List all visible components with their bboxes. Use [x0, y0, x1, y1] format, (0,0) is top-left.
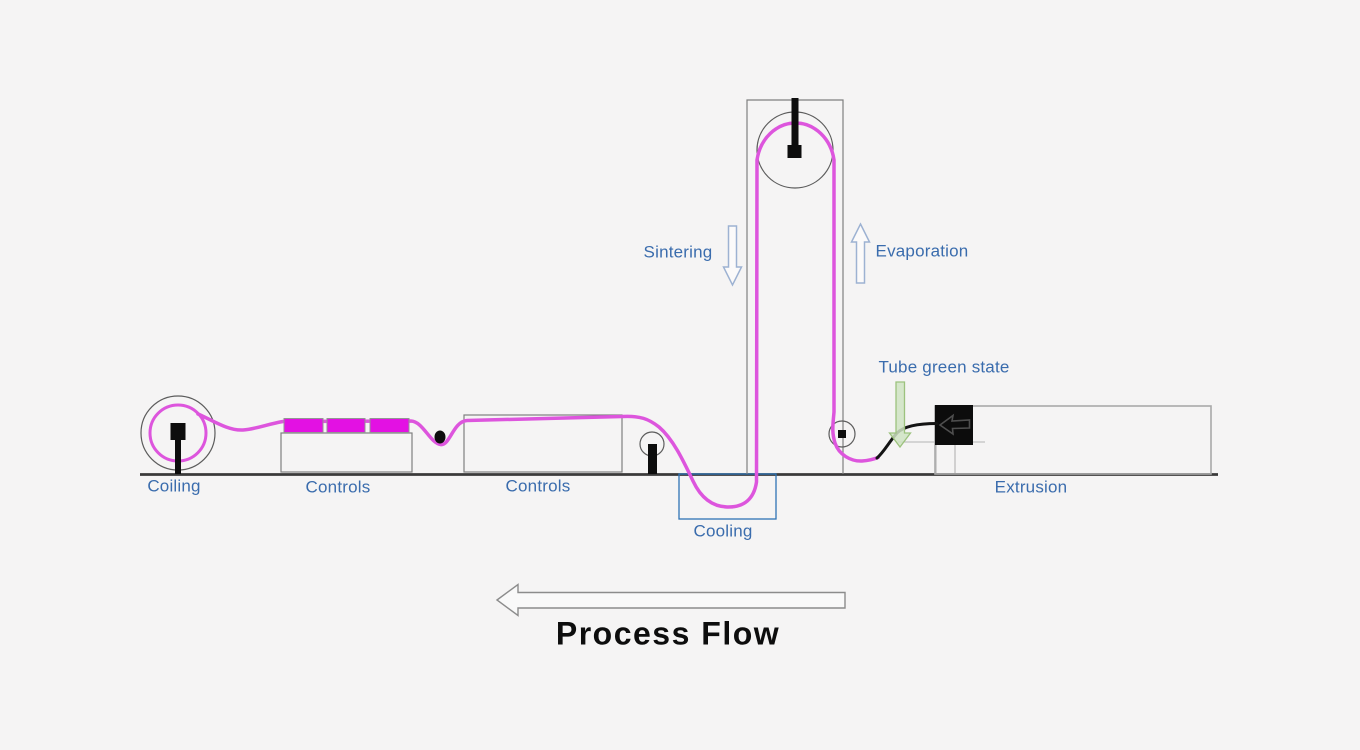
controls-unit-2: [463, 414, 623, 473]
extruder-body: [934, 405, 1212, 475]
pulley-hub: [838, 430, 846, 438]
control-blocks: [283, 418, 410, 433]
tower-pulley-hanger: [787, 98, 802, 158]
guide-pulley-right: [828, 420, 856, 448]
tube-green-state-label: Tube green state: [878, 357, 1010, 377]
tube-green-state-arrow-icon: [888, 381, 912, 449]
evaporation-label: Evaporation: [875, 241, 969, 261]
evaporation-up-arrow-icon: [850, 222, 871, 284]
coil-pin: [170, 423, 186, 474]
sintering-down-arrow-icon: [722, 225, 743, 287]
process-flow-title: Process Flow: [555, 615, 781, 652]
die-left-arrow-icon: [938, 413, 971, 436]
control-block: [369, 418, 410, 433]
cooling-tank: [678, 473, 777, 520]
guide-dot: [434, 430, 446, 444]
pulley-post: [648, 444, 657, 474]
cooling-label: Cooling: [693, 521, 753, 541]
tube-green-state-line: [875, 422, 939, 460]
controls-2-label: Controls: [505, 476, 571, 496]
control-block: [326, 418, 366, 433]
die-supports: [898, 441, 985, 473]
sintering-label: Sintering: [643, 242, 713, 262]
extrusion-label: Extrusion: [994, 477, 1068, 497]
coiling-label: Coiling: [147, 476, 201, 496]
process-flow-arrow-icon: [495, 583, 846, 617]
controls-1-label: Controls: [305, 477, 371, 497]
material-line: [196, 121, 880, 509]
controls-unit-1: [280, 432, 413, 473]
control-block: [283, 418, 324, 433]
